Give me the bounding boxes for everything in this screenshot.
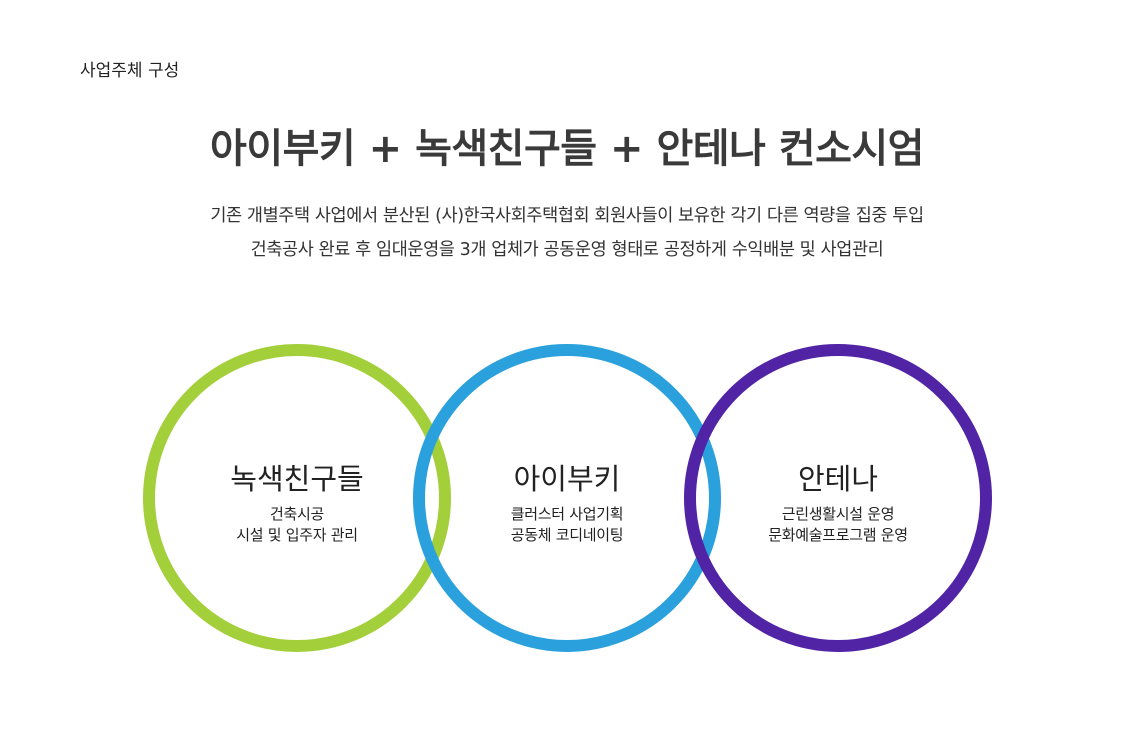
circle-role: 시설 및 입주자 관리 — [236, 526, 358, 544]
circle-role: 공동체 코디네이팅 — [510, 526, 624, 544]
circle-ring-aibuki — [413, 344, 721, 652]
description-line-2: 건축공사 완료 후 임대운영을 3개 업체가 공동운영 형태로 공정하게 수익배… — [250, 240, 884, 260]
circle-title: 안테나 — [797, 462, 879, 496]
section-label: 사업주체 구성 — [80, 61, 180, 81]
circle-role: 문화예술프로그램 운영 — [768, 526, 908, 544]
description-line-1: 기존 개별주택 사업에서 분산된 (사)한국사회주택협회 회원사들이 보유한 각… — [210, 206, 924, 226]
circle-antenna: 안테나 근린생활시설 운영 문화예술프로그램 운영 — [688, 456, 988, 546]
circle-ring-green-friends — [143, 344, 451, 652]
circle-title: 녹색친구들 — [230, 462, 364, 496]
circle-green-friends: 녹색친구들 건축시공 시설 및 입주자 관리 — [147, 456, 447, 546]
page-title: 아이부키 + 녹색친구들 + 안테나 컨소시엄 — [210, 126, 924, 172]
circle-role: 클러스터 사업기획 — [510, 505, 624, 523]
circle-role: 근린생활시설 운영 — [781, 505, 895, 523]
circle-ring-antenna — [684, 344, 992, 652]
circle-aibuki: 아이부키 클러스터 사업기획 공동체 코디네이팅 — [417, 456, 717, 546]
circle-role: 건축시공 — [269, 505, 324, 523]
circle-title: 아이부키 — [513, 462, 621, 496]
